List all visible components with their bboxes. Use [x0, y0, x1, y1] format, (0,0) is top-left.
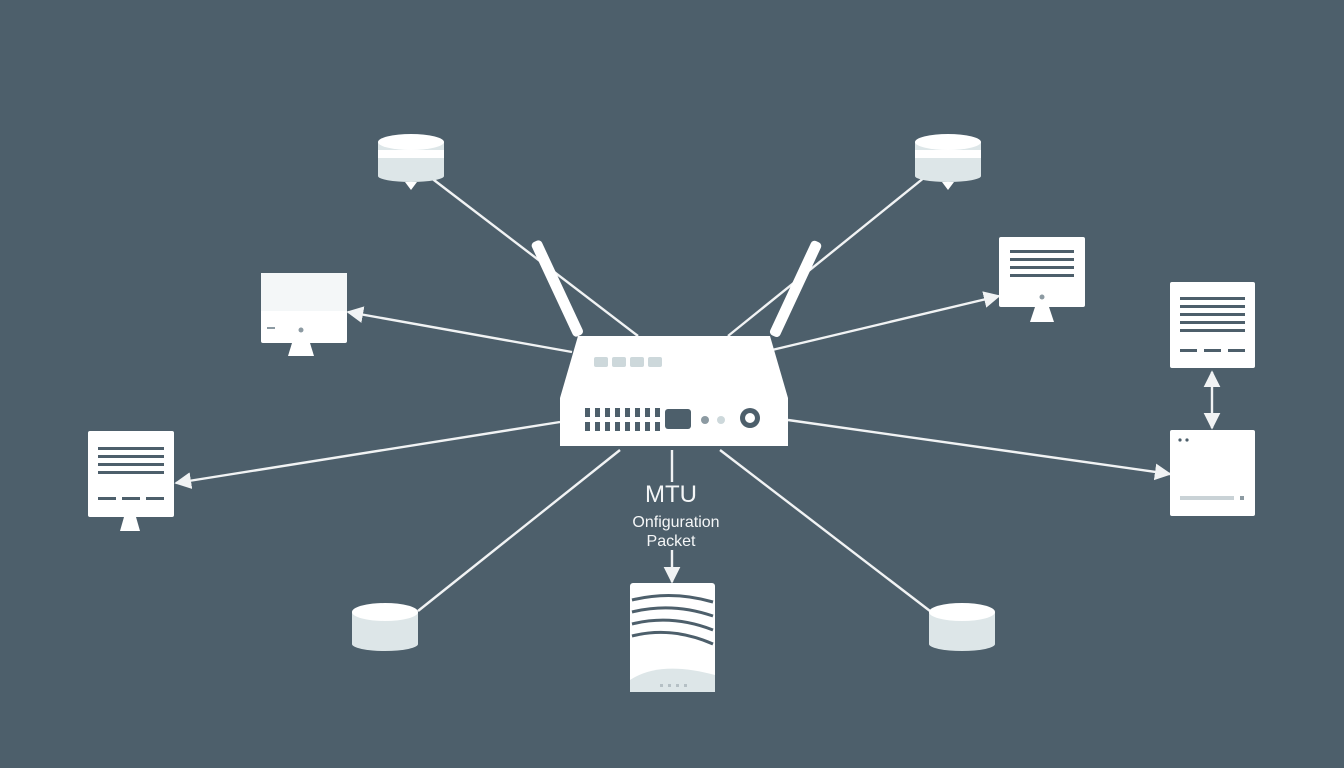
link-router-db-top-right	[727, 176, 926, 337]
monitor-far-right	[1170, 282, 1255, 368]
link-router-monitor-right	[771, 291, 1001, 352]
router-status-lights	[594, 357, 662, 367]
link-router-db-bottom-right	[719, 449, 931, 612]
router-ports	[585, 408, 691, 431]
database-top-right	[915, 134, 981, 190]
database-bottom-left	[352, 603, 418, 651]
label-line-configuration: Onfiguration	[632, 514, 719, 531]
monitor-far-left	[88, 431, 174, 531]
router-antennas	[531, 240, 822, 338]
monitor-left	[261, 273, 347, 356]
connections	[174, 176, 1221, 612]
link-router-monitor-far-left	[174, 420, 561, 489]
label-line-mtu: MTU	[645, 481, 697, 508]
monitor-right	[999, 237, 1085, 322]
link-router-db-bottom-left	[417, 449, 621, 612]
antenna-left	[531, 240, 583, 337]
server-right	[1170, 430, 1255, 516]
database-bottom-right	[929, 603, 995, 651]
label-line-packet: Packet	[647, 533, 696, 550]
antenna-right	[769, 240, 822, 338]
link-router-db-top-left	[429, 176, 639, 337]
link-router-server-right	[787, 418, 1172, 481]
link-router-monitor-left	[346, 306, 573, 354]
configuration-packet	[630, 583, 715, 692]
router	[560, 336, 788, 446]
packet-label: MTU Onfiguration Packet	[632, 481, 719, 550]
database-top-left	[378, 134, 444, 190]
